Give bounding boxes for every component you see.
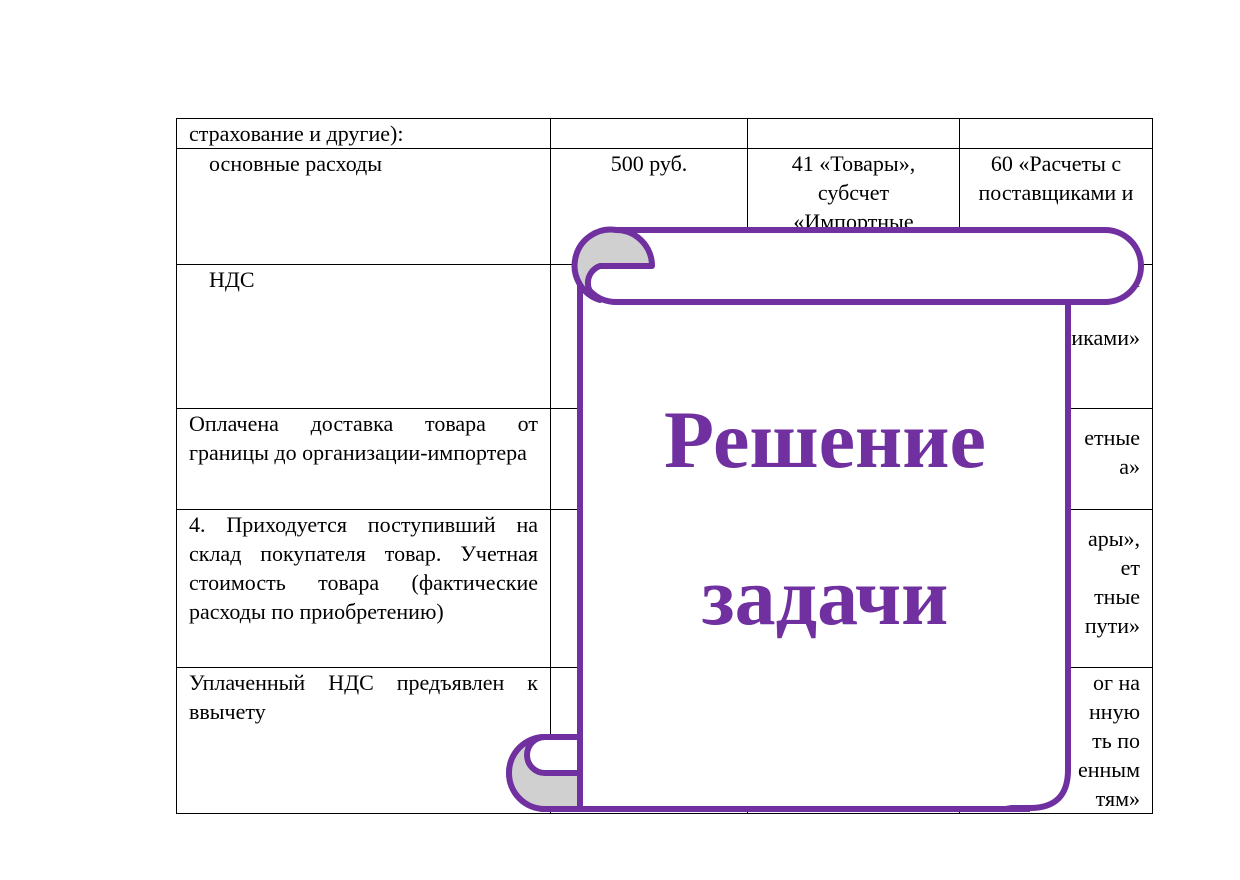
scroll-bottom-curl bbox=[506, 734, 583, 812]
operation-cell: Уплаченный НДС предъявлен к ввычету bbox=[176, 667, 551, 814]
operation-cell: 4. Приходуется поступивший на склад поку… bbox=[176, 509, 551, 668]
operation-cell: страхование и другие): bbox=[176, 118, 551, 149]
operation-cell: Оплачена доставка товара от границы до о… bbox=[176, 408, 551, 510]
amount-cell bbox=[550, 118, 748, 149]
operation-cell: НДС bbox=[176, 264, 551, 409]
operation-cell: основные расходы bbox=[176, 148, 551, 265]
credit-cell bbox=[959, 118, 1153, 149]
scroll-top-roll bbox=[577, 227, 1144, 305]
scroll-title-line1: Решение bbox=[664, 394, 986, 485]
scroll-sheet bbox=[577, 262, 1071, 811]
scroll-title-line2: задачи bbox=[701, 551, 949, 642]
